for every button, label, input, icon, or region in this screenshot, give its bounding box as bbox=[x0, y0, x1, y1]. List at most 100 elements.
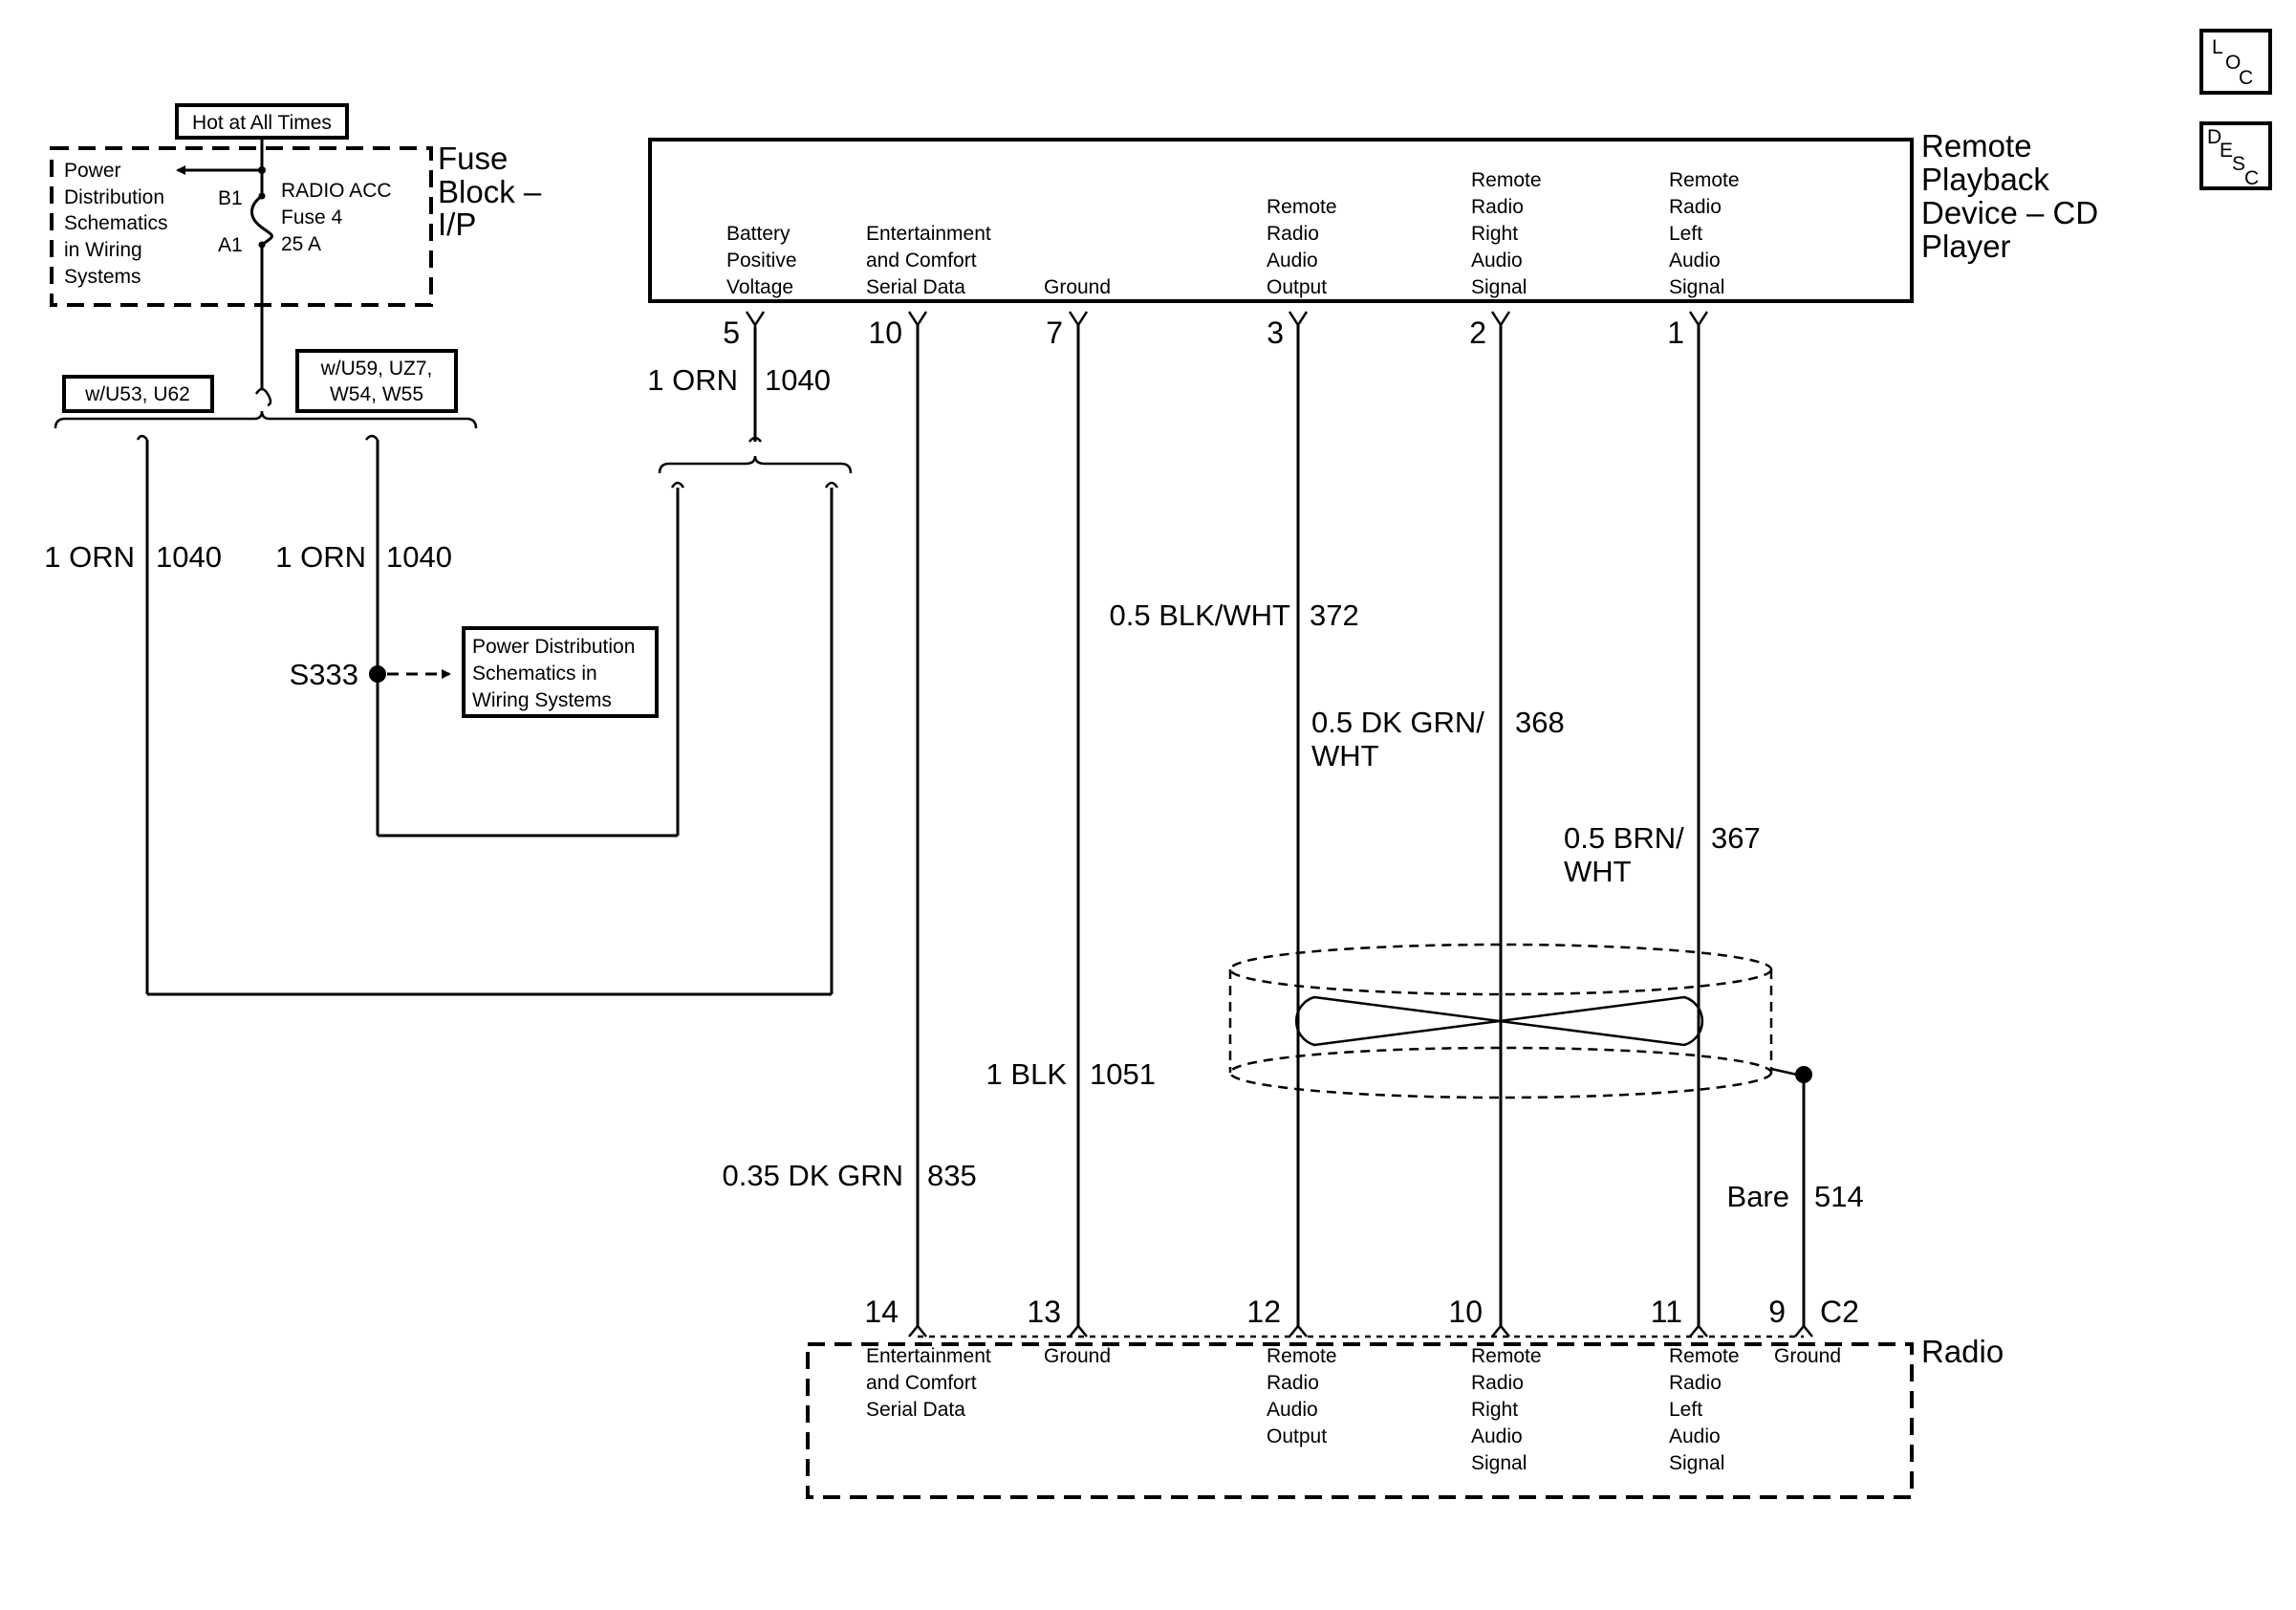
wire-circuit-label: 1051 bbox=[1090, 1057, 1156, 1091]
radio-pin-label: Remote bbox=[1669, 1345, 1740, 1367]
power-distribution-ref: in Wiring bbox=[64, 239, 142, 261]
option-label-right: w/U59, UZ7, bbox=[320, 358, 433, 380]
fuse-rating: 25 A bbox=[281, 233, 321, 255]
radio-pin-number: 9 bbox=[1768, 1295, 1786, 1329]
wire-circuit-label: 514 bbox=[1814, 1180, 1864, 1213]
radio-pin-label: Right bbox=[1471, 1399, 1518, 1421]
fuse-block-outline bbox=[50, 146, 433, 307]
splice-label: S333 bbox=[290, 658, 358, 691]
wire-color-label: WHT bbox=[1311, 739, 1379, 772]
radio-pin-label: Signal bbox=[1669, 1452, 1724, 1474]
fuse-name: RADIO ACC bbox=[281, 180, 392, 202]
cd-pin-label: Signal bbox=[1471, 276, 1527, 298]
cd-pin-label: Output bbox=[1267, 276, 1327, 298]
radio-pin-label: Serial Data bbox=[866, 1399, 965, 1421]
radio-pin-label: Signal bbox=[1471, 1452, 1527, 1474]
twisted-pair-icon bbox=[1294, 995, 1704, 1047]
cd-pin-number: 3 bbox=[1267, 315, 1284, 350]
cd-pin-number: 7 bbox=[1046, 315, 1063, 350]
fuse-block-label: I/P bbox=[438, 207, 476, 242]
feed-wires: 1 ORN 1040 1 ORN 1040 S333 Power Distrib… bbox=[44, 327, 853, 996]
wire-circuit-label: 368 bbox=[1515, 706, 1565, 739]
radio-pin-label: Remote bbox=[1267, 1345, 1337, 1367]
power-distribution-ref: Systems bbox=[64, 266, 141, 288]
radio-pin-label: Entertainment bbox=[866, 1345, 991, 1367]
splice-ref-text: Schematics in bbox=[472, 663, 597, 685]
cd-pin-label: Right bbox=[1471, 223, 1518, 245]
wire-color-label: 1 ORN bbox=[647, 363, 738, 397]
cd-pin-label: and Comfort bbox=[866, 250, 977, 272]
fuse-block: Hot at All Times Fuse Block – I/P Power … bbox=[50, 103, 542, 407]
wire-color-label: 0.5 DK GRN/ bbox=[1311, 706, 1484, 739]
cd-pin-label: Battery bbox=[726, 223, 791, 245]
wire-circuit-label: 372 bbox=[1310, 598, 1359, 632]
option-bracket bbox=[54, 410, 478, 429]
desc-icon-letter: C bbox=[2244, 167, 2259, 189]
desc-icon[interactable]: D E S C bbox=[2199, 121, 2272, 190]
wire-color-label: 0.5 BRN/ bbox=[1564, 821, 1684, 855]
fuse-block-label: Fuse bbox=[438, 141, 508, 176]
radio-pin-label: Radio bbox=[1471, 1372, 1524, 1394]
hot-at-all-times-label: Hot at All Times bbox=[192, 112, 332, 134]
cd-pin-label: Entertainment bbox=[866, 223, 991, 245]
wire-color-label: 1 BLK bbox=[986, 1057, 1068, 1091]
signal-wires: 0.5 BLK/WHT 372 0.5 DK GRN/ WHT 368 0.5 … bbox=[722, 325, 1864, 1326]
radio-pin-label: Ground bbox=[1774, 1345, 1841, 1367]
cd-pin-label: Serial Data bbox=[866, 276, 965, 298]
fuse-name: Fuse 4 bbox=[281, 207, 343, 228]
cd-pin-number: 5 bbox=[723, 315, 740, 350]
option-box-left bbox=[62, 375, 214, 413]
cd-pin-label: Positive bbox=[726, 250, 797, 272]
splice-s333 bbox=[369, 665, 386, 683]
wire-color-label: 0.35 DK GRN bbox=[722, 1159, 903, 1192]
option-label-right: W54, W55 bbox=[330, 383, 423, 405]
wire-color-label: 1 ORN bbox=[275, 540, 366, 574]
power-distribution-ref: Power bbox=[64, 160, 121, 182]
radio-pin-label: and Comfort bbox=[866, 1372, 977, 1394]
fuse-pin-a1: A1 bbox=[218, 234, 243, 256]
fuse-block-label: Block – bbox=[438, 174, 542, 209]
loc-icon[interactable]: L O C bbox=[2199, 29, 2272, 95]
fuse-pin-b1: B1 bbox=[218, 187, 243, 209]
wire-color-label: WHT bbox=[1564, 855, 1632, 888]
radio-outline bbox=[806, 1342, 1914, 1499]
radio-pin-number: 12 bbox=[1246, 1295, 1281, 1329]
cd-pin-label: Signal bbox=[1669, 276, 1724, 298]
wire-circuit-label: 367 bbox=[1711, 821, 1761, 855]
fuse-4-icon bbox=[250, 194, 273, 247]
cd-player: Remote Playback Device – CD Player Batte… bbox=[648, 128, 2098, 350]
loc-icon-letter: O bbox=[2225, 52, 2241, 74]
cd-pin-label: Radio bbox=[1669, 196, 1722, 218]
cd-pin-label: Audio bbox=[1471, 250, 1523, 272]
wire-color-label: 1 ORN bbox=[44, 540, 135, 574]
desc-icon-letter: S bbox=[2232, 153, 2245, 175]
radio-pin-label: Radio bbox=[1267, 1372, 1319, 1394]
radio-pin-label: Remote bbox=[1471, 1345, 1542, 1367]
cd-player-name: Device – CD bbox=[1921, 195, 2098, 230]
splice-ref-text: Wiring Systems bbox=[472, 689, 612, 711]
cd-pin-label: Audio bbox=[1267, 250, 1318, 272]
radio-pin-number: 10 bbox=[1448, 1295, 1483, 1329]
cd-pin-label: Remote bbox=[1471, 169, 1542, 191]
drain-splice bbox=[1795, 1066, 1812, 1083]
cd-pin-label: Ground bbox=[1044, 276, 1111, 298]
power-distribution-ref: Distribution bbox=[64, 186, 164, 208]
loc-icon-letter: L bbox=[2212, 36, 2223, 58]
radio: Radio C2 14 13 12 10 11 9 Entertainment … bbox=[806, 1295, 2004, 1499]
option-box-right bbox=[295, 349, 458, 413]
radio-pin-number: 11 bbox=[1651, 1295, 1682, 1329]
option-brackets: w/U53, U62 w/U59, UZ7, W54, W55 bbox=[54, 349, 478, 994]
splice-ref-text: Power Distribution bbox=[472, 636, 635, 658]
radio-pin-number: 14 bbox=[864, 1295, 899, 1329]
wire-color-label: 0.5 BLK/WHT bbox=[1110, 598, 1291, 632]
cd-pin-label: Radio bbox=[1471, 196, 1524, 218]
wire-circuit-label: 1040 bbox=[765, 363, 831, 397]
radio-pin-number: 13 bbox=[1027, 1295, 1061, 1329]
radio-name: Radio bbox=[1921, 1334, 2004, 1369]
cd-player-outline bbox=[648, 138, 1914, 303]
shield-icon bbox=[1228, 943, 1812, 1099]
wire-color-label: Bare bbox=[1727, 1180, 1789, 1213]
radio-pin-label: Audio bbox=[1267, 1399, 1318, 1421]
radio-pin-label: Radio bbox=[1669, 1372, 1722, 1394]
